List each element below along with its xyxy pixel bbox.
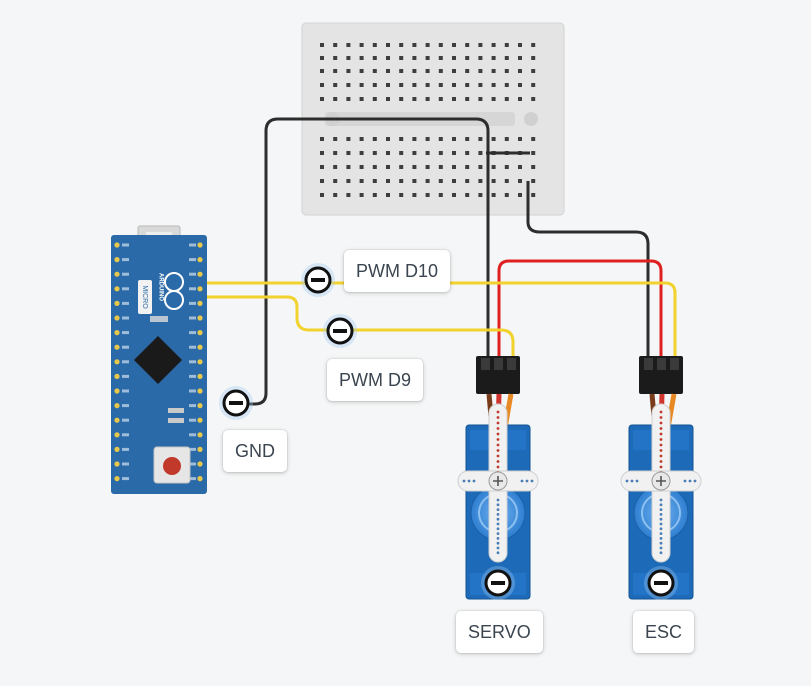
servo-marker-icon[interactable]	[481, 566, 515, 600]
esc-motor[interactable]	[620, 403, 702, 600]
gnd-marker-icon[interactable]	[219, 386, 253, 420]
gnd-wire	[236, 117, 490, 406]
arduino-pins	[114, 242, 203, 482]
esc-callout[interactable]: ESC	[633, 611, 695, 653]
power-wire	[497, 259, 663, 356]
servo-connector[interactable]	[476, 356, 520, 394]
servo-leads	[486, 393, 677, 429]
servo-callout[interactable]: SERVO	[456, 611, 543, 653]
esc-marker-icon[interactable]	[644, 566, 678, 600]
d10-signal-wire	[200, 281, 677, 356]
esc-connector[interactable]	[639, 356, 683, 394]
d9-signal-wire	[200, 295, 515, 356]
wires	[200, 117, 677, 406]
servo-motor[interactable]	[457, 403, 539, 600]
d9-marker-icon[interactable]	[323, 314, 357, 348]
pwm-d10-callout[interactable]: PWM D10	[344, 250, 451, 292]
gnd-callout[interactable]: GND	[223, 430, 287, 472]
d10-marker-icon[interactable]	[301, 263, 335, 297]
board-brand-label: ARDUINO	[157, 273, 163, 301]
arduino-micro[interactable]: MICRO ARDUINO	[111, 225, 207, 494]
esc-gnd-wire	[526, 181, 650, 356]
board-model-label: MICRO	[141, 285, 148, 309]
pwm-d9-callout[interactable]: PWM D9	[327, 359, 423, 401]
